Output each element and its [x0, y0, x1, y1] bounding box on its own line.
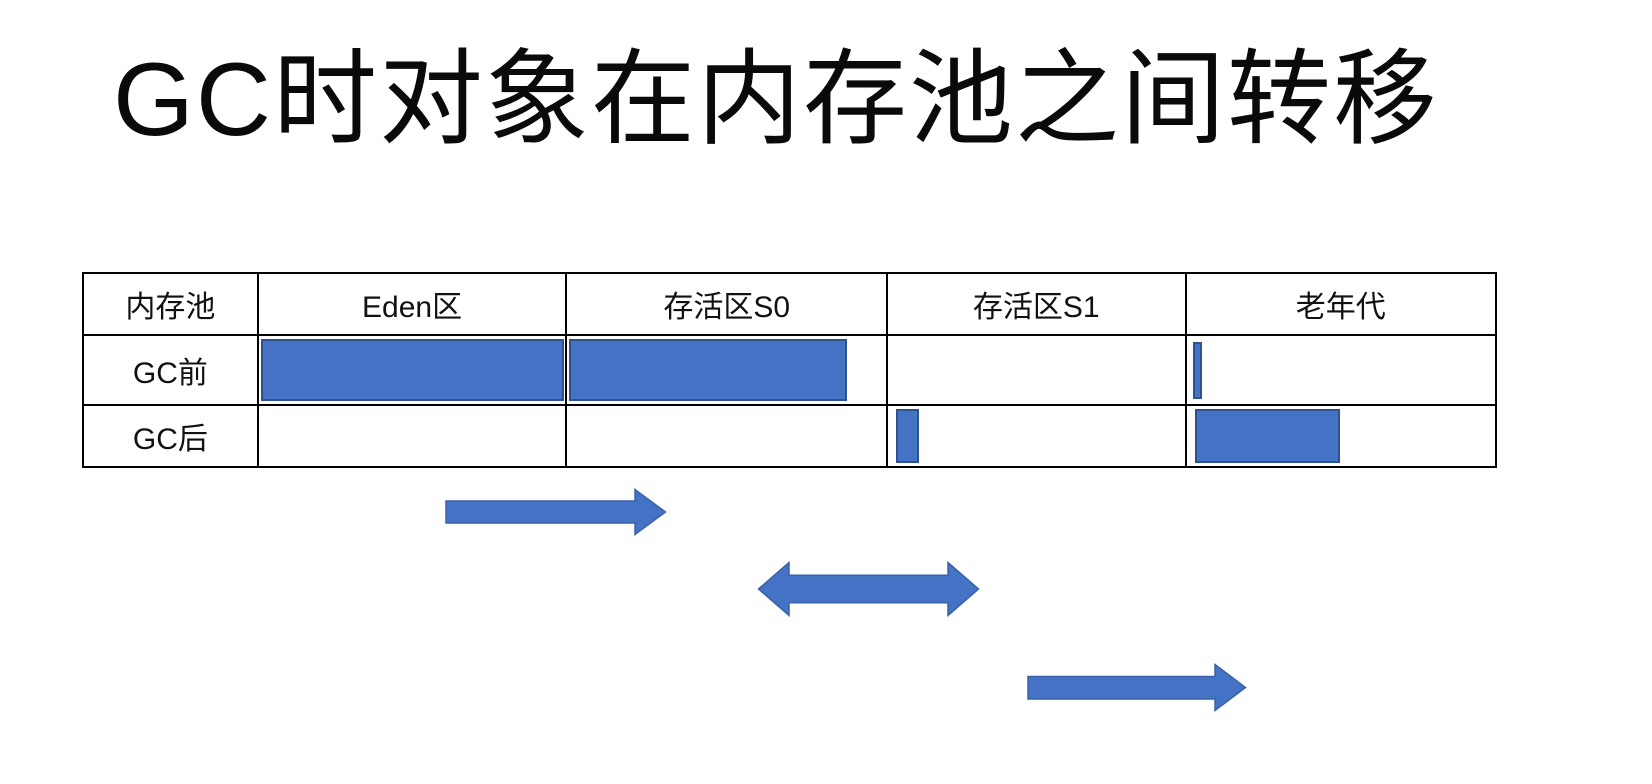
table-row-before-gc: GC前: [82, 334, 1498, 406]
header-memory-pool: 内存池: [82, 272, 259, 336]
header-survivor-s1: 存活区S1: [885, 272, 1187, 336]
cell-before-eden: [256, 334, 568, 406]
header-eden: Eden区: [256, 272, 568, 336]
cell-after-old: [1184, 404, 1498, 468]
slide-title: GC时对象在内存池之间转移: [112, 42, 1439, 158]
cell-before-old: [1184, 334, 1498, 406]
cell-after-s0: [565, 404, 888, 468]
s1-to-old-arrow-icon: [1027, 663, 1247, 712]
s0-usage-bar-before: [569, 339, 847, 401]
table-row-after-gc: GC后: [82, 404, 1498, 468]
cell-before-s1: [885, 334, 1187, 406]
table-header-row: 内存池 Eden区 存活区S0 存活区S1 老年代: [82, 272, 1498, 336]
cell-before-s0: [565, 334, 888, 406]
s0-s1-swap-arrow-icon: [757, 561, 980, 617]
eden-to-s0-arrow-icon: [445, 488, 667, 536]
s1-usage-bar-after: [895, 409, 919, 463]
cell-after-eden: [256, 404, 568, 468]
memory-pool-table: 内存池 Eden区 存活区S0 存活区S1 老年代 GC前: [82, 272, 1498, 468]
cell-after-s1: [885, 404, 1187, 468]
header-survivor-s0: 存活区S0: [565, 272, 888, 336]
row-label-before-gc: GC前: [82, 334, 259, 406]
old-gen-usage-bar-before: [1192, 342, 1202, 399]
old-gen-usage-bar-after: [1194, 409, 1340, 463]
header-old-gen: 老年代: [1184, 272, 1498, 336]
eden-usage-bar-before: [260, 339, 565, 401]
row-label-after-gc: GC后: [82, 404, 259, 468]
